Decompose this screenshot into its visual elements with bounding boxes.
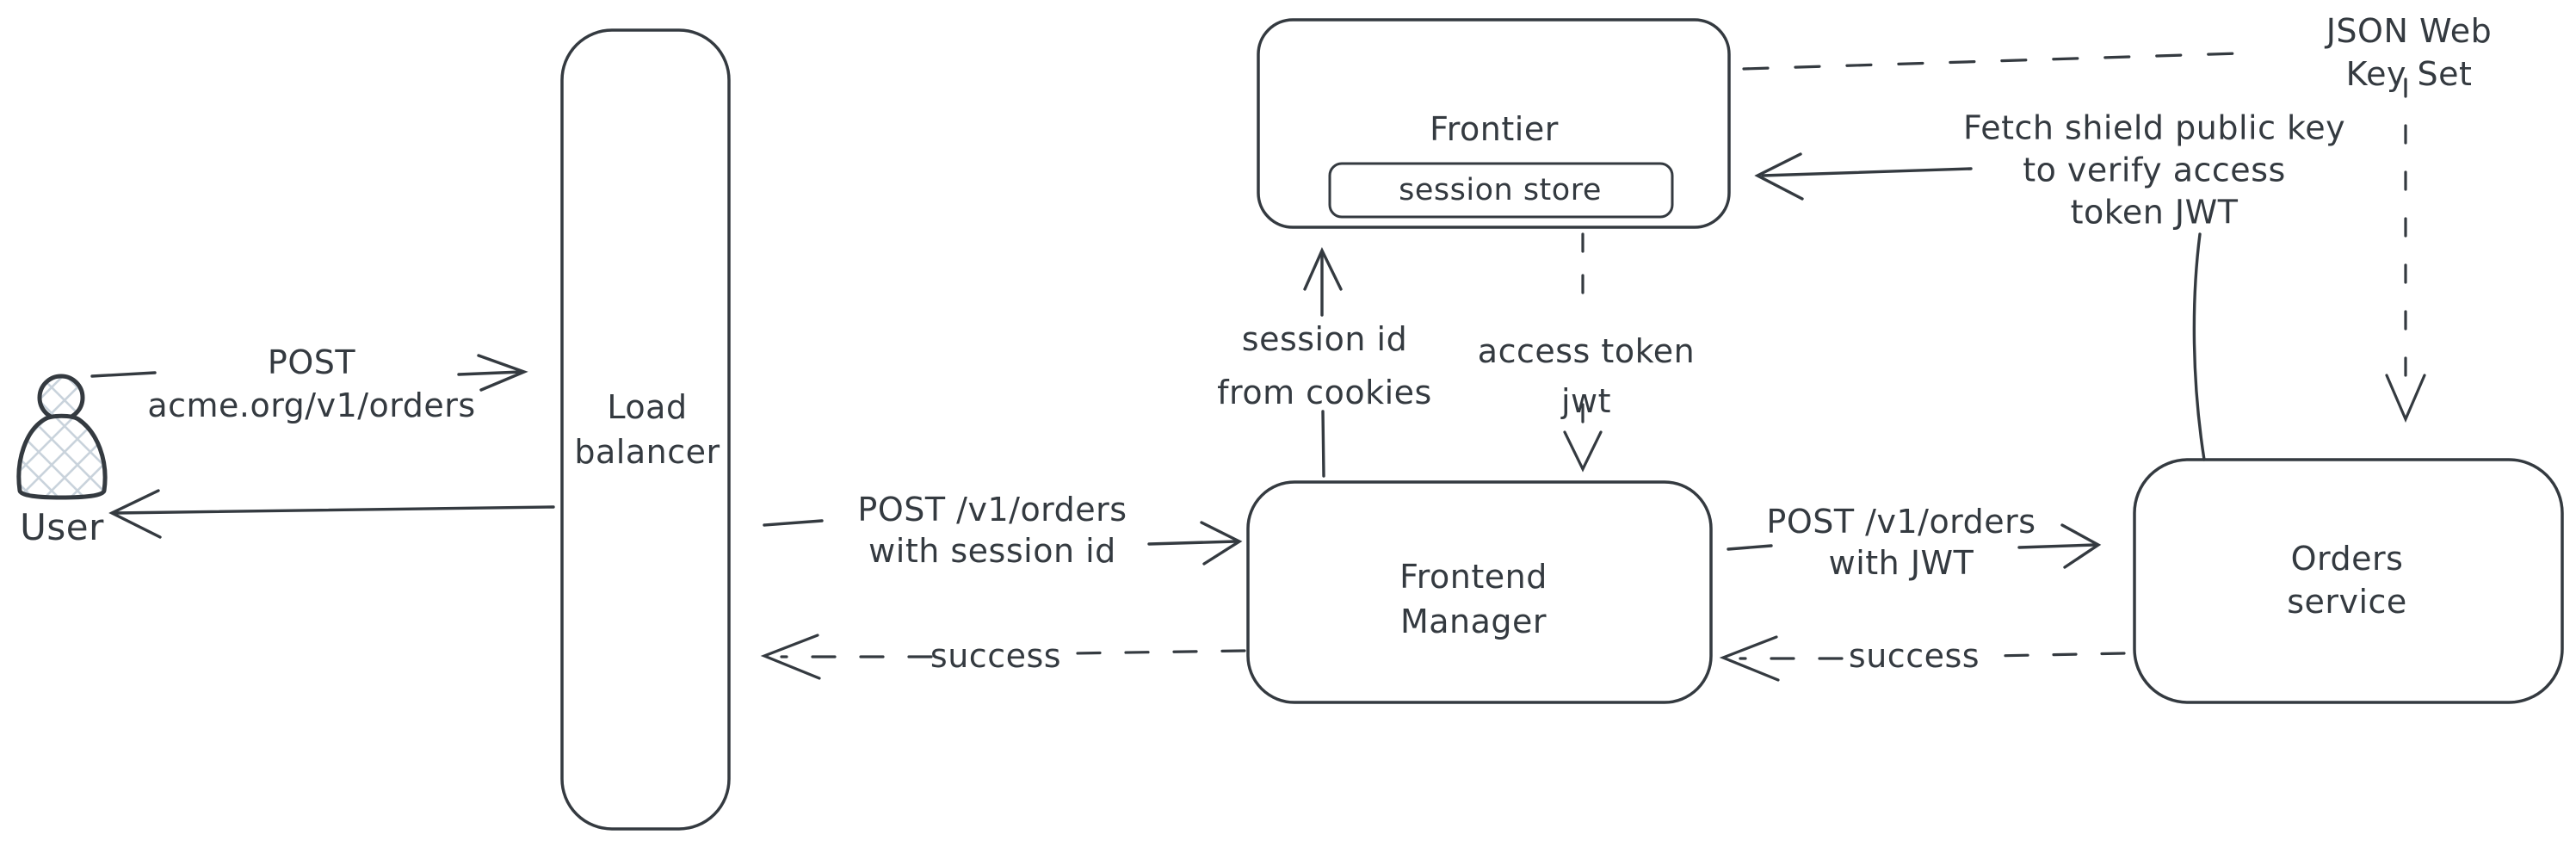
edge-label-post-session: POST /v1/orders with session id [857,491,1127,570]
dashed-line-frontier-to-jwks [1742,52,2241,71]
edge-label-success-left: success [930,637,1062,675]
arrow-fm-to-orders [1727,523,2102,569]
edge-label-session-id: session id from cookies [1217,320,1432,411]
orders-service-label: Orders service [2287,540,2407,621]
session-store-label: session store [1399,173,1602,207]
load-balancer-label: Load balancer [574,388,720,471]
arrow-fm-to-frontier [1303,246,1343,478]
frontend-manager-label: Frontend Manager [1399,558,1547,640]
edge-label-fetch-shield-key: Fetch shield public key to verify access… [1962,108,2346,232]
arrow-orders-to-fm-success [1719,635,2126,682]
user-icon [16,374,108,500]
edge-label-post-acme: POST acme.org/v1/orders [147,343,476,424]
arrow-lb-to-user [108,489,555,539]
load-balancer-box [560,28,731,831]
frontend-manager-box [1246,480,1713,704]
jwks-label: JSON Web Key Set [2326,12,2493,93]
edge-label-post-jwt: POST /v1/orders with JWT [1766,503,2036,582]
frontier-label: Frontier [1430,110,1559,148]
arrow-user-to-lb [90,354,528,392]
arrow-lb-to-fm [763,519,1243,566]
orders-service-box [2133,458,2564,704]
edge-label-success-right: success [1848,637,1980,675]
arrow-fm-to-lb-success [760,634,1246,680]
edge-label-access-token: access token jwt [1477,332,1696,420]
arrow-orders-to-frontier [1754,152,2206,461]
user-label: User [20,506,104,548]
arrow-frontier-to-fm [1563,232,1603,473]
session-store-box [1328,162,1674,219]
arrow-jwks-to-orders [2385,77,2426,424]
